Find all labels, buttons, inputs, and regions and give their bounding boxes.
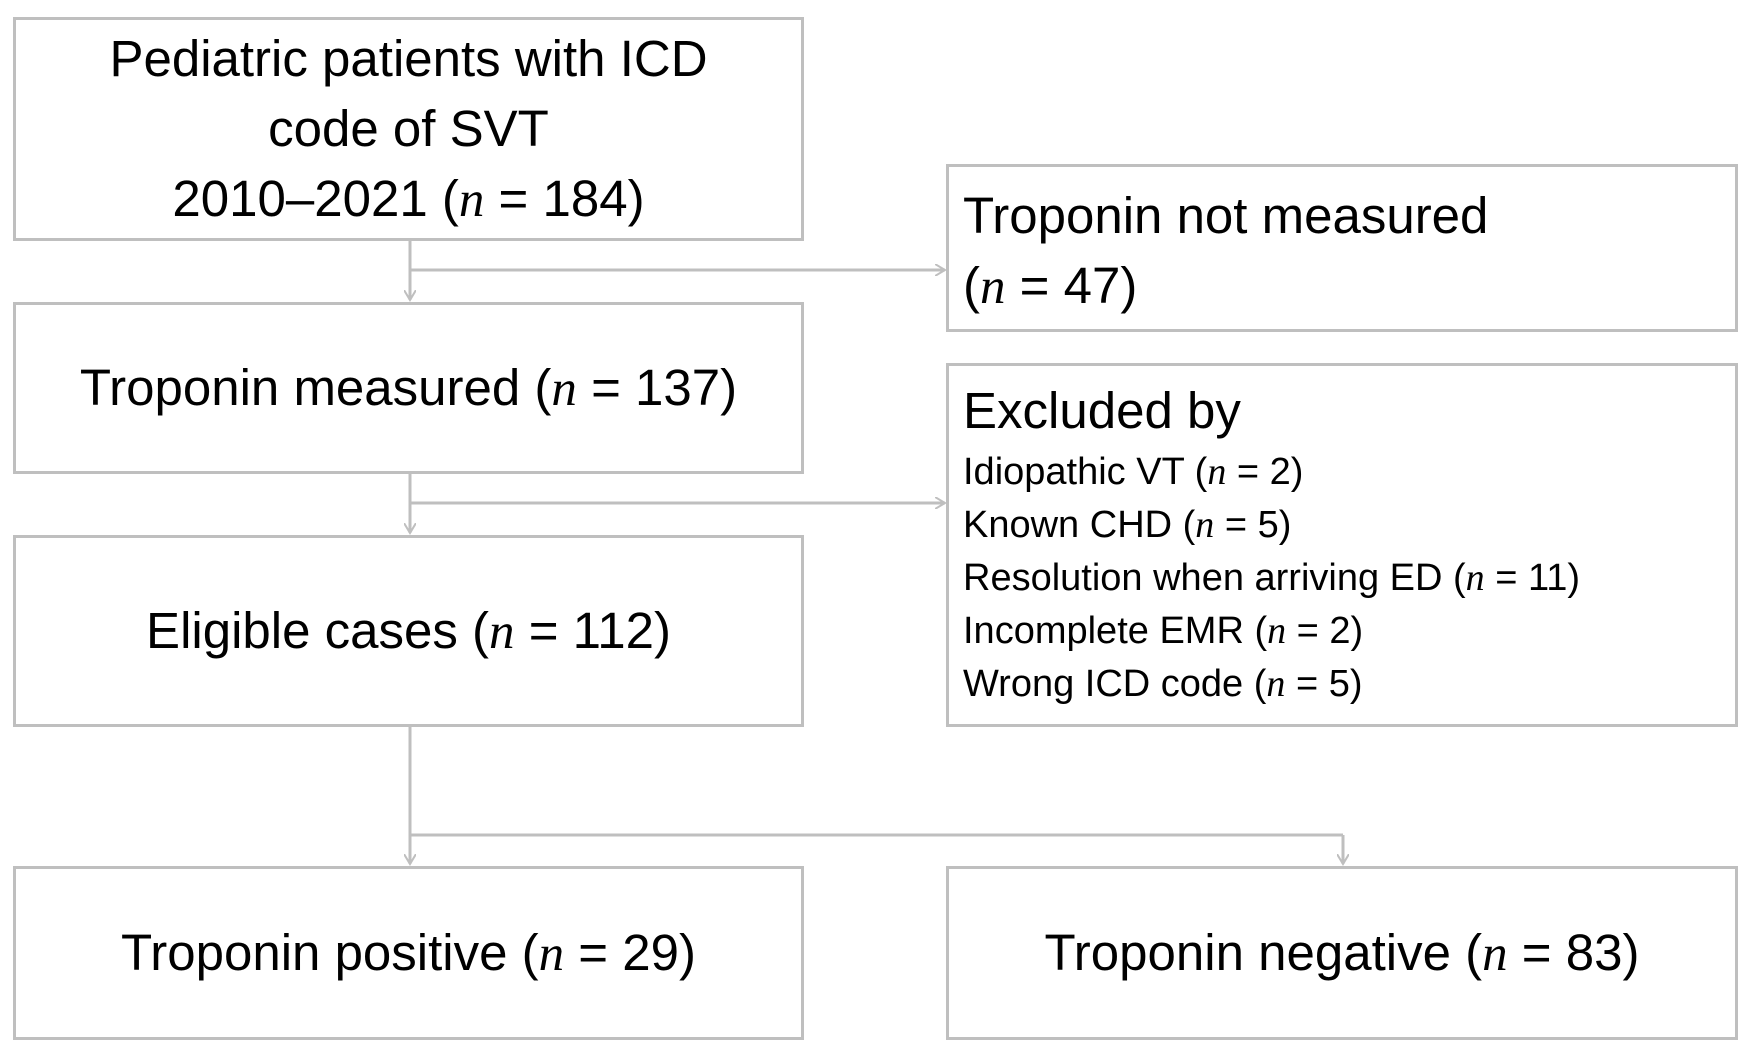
eligible-text: Eligible cases (n = 112)	[146, 601, 671, 660]
negative-text: Troponin negative (n = 83)	[1044, 923, 1640, 982]
excluded-item: Resolution when arriving ED (n = 11)	[963, 557, 1581, 599]
not-measured-line1: Troponin not measured	[963, 187, 1489, 244]
n-symbol: n	[1207, 451, 1227, 493]
excluded-item: Wrong ICD code (n = 5)	[963, 663, 1363, 705]
initial-cohort-text: Pediatric patients with ICD code of SVT …	[109, 24, 707, 235]
n-symbol: n	[538, 925, 565, 982]
not-measured-line2: (n = 47)	[963, 257, 1138, 315]
initial-cohort-box: Pediatric patients with ICD code of SVT …	[13, 17, 804, 241]
n-symbol: n	[1267, 610, 1287, 652]
excluded-item: Known CHD (n = 5)	[963, 504, 1292, 546]
excluded-title: Excluded by	[963, 382, 1241, 439]
positive-text: Troponin positive (n = 29)	[121, 923, 696, 982]
n-symbol: n	[551, 360, 577, 417]
excluded-box: Excluded by Idiopathic VT (n = 2) Known …	[946, 363, 1738, 727]
excluded-item: Idiopathic VT (n = 2)	[963, 451, 1304, 493]
measured-box: Troponin measured (n = 137)	[13, 302, 804, 474]
n-symbol: n	[458, 171, 485, 228]
initial-cohort-line1: Pediatric patients with ICD	[109, 29, 708, 87]
eligible-box: Eligible cases (n = 112)	[13, 535, 804, 727]
measured-text: Troponin measured (n = 137)	[79, 358, 738, 417]
not-measured-box: Troponin not measured (n = 47)	[946, 164, 1738, 332]
n-symbol: n	[1195, 504, 1215, 546]
n-symbol: n	[979, 259, 1006, 315]
initial-cohort-line3: 2010–2021 (n = 184)	[172, 169, 645, 228]
positive-box: Troponin positive (n = 29)	[13, 866, 804, 1040]
excluded-item: Incomplete EMR (n = 2)	[963, 610, 1364, 652]
negative-box: Troponin negative (n = 83)	[946, 866, 1738, 1040]
n-symbol: n	[489, 603, 515, 660]
initial-cohort-line2: code of SVT	[268, 99, 549, 157]
n-symbol: n	[1482, 925, 1508, 982]
n-symbol: n	[1465, 557, 1485, 599]
n-symbol: n	[1266, 663, 1286, 705]
